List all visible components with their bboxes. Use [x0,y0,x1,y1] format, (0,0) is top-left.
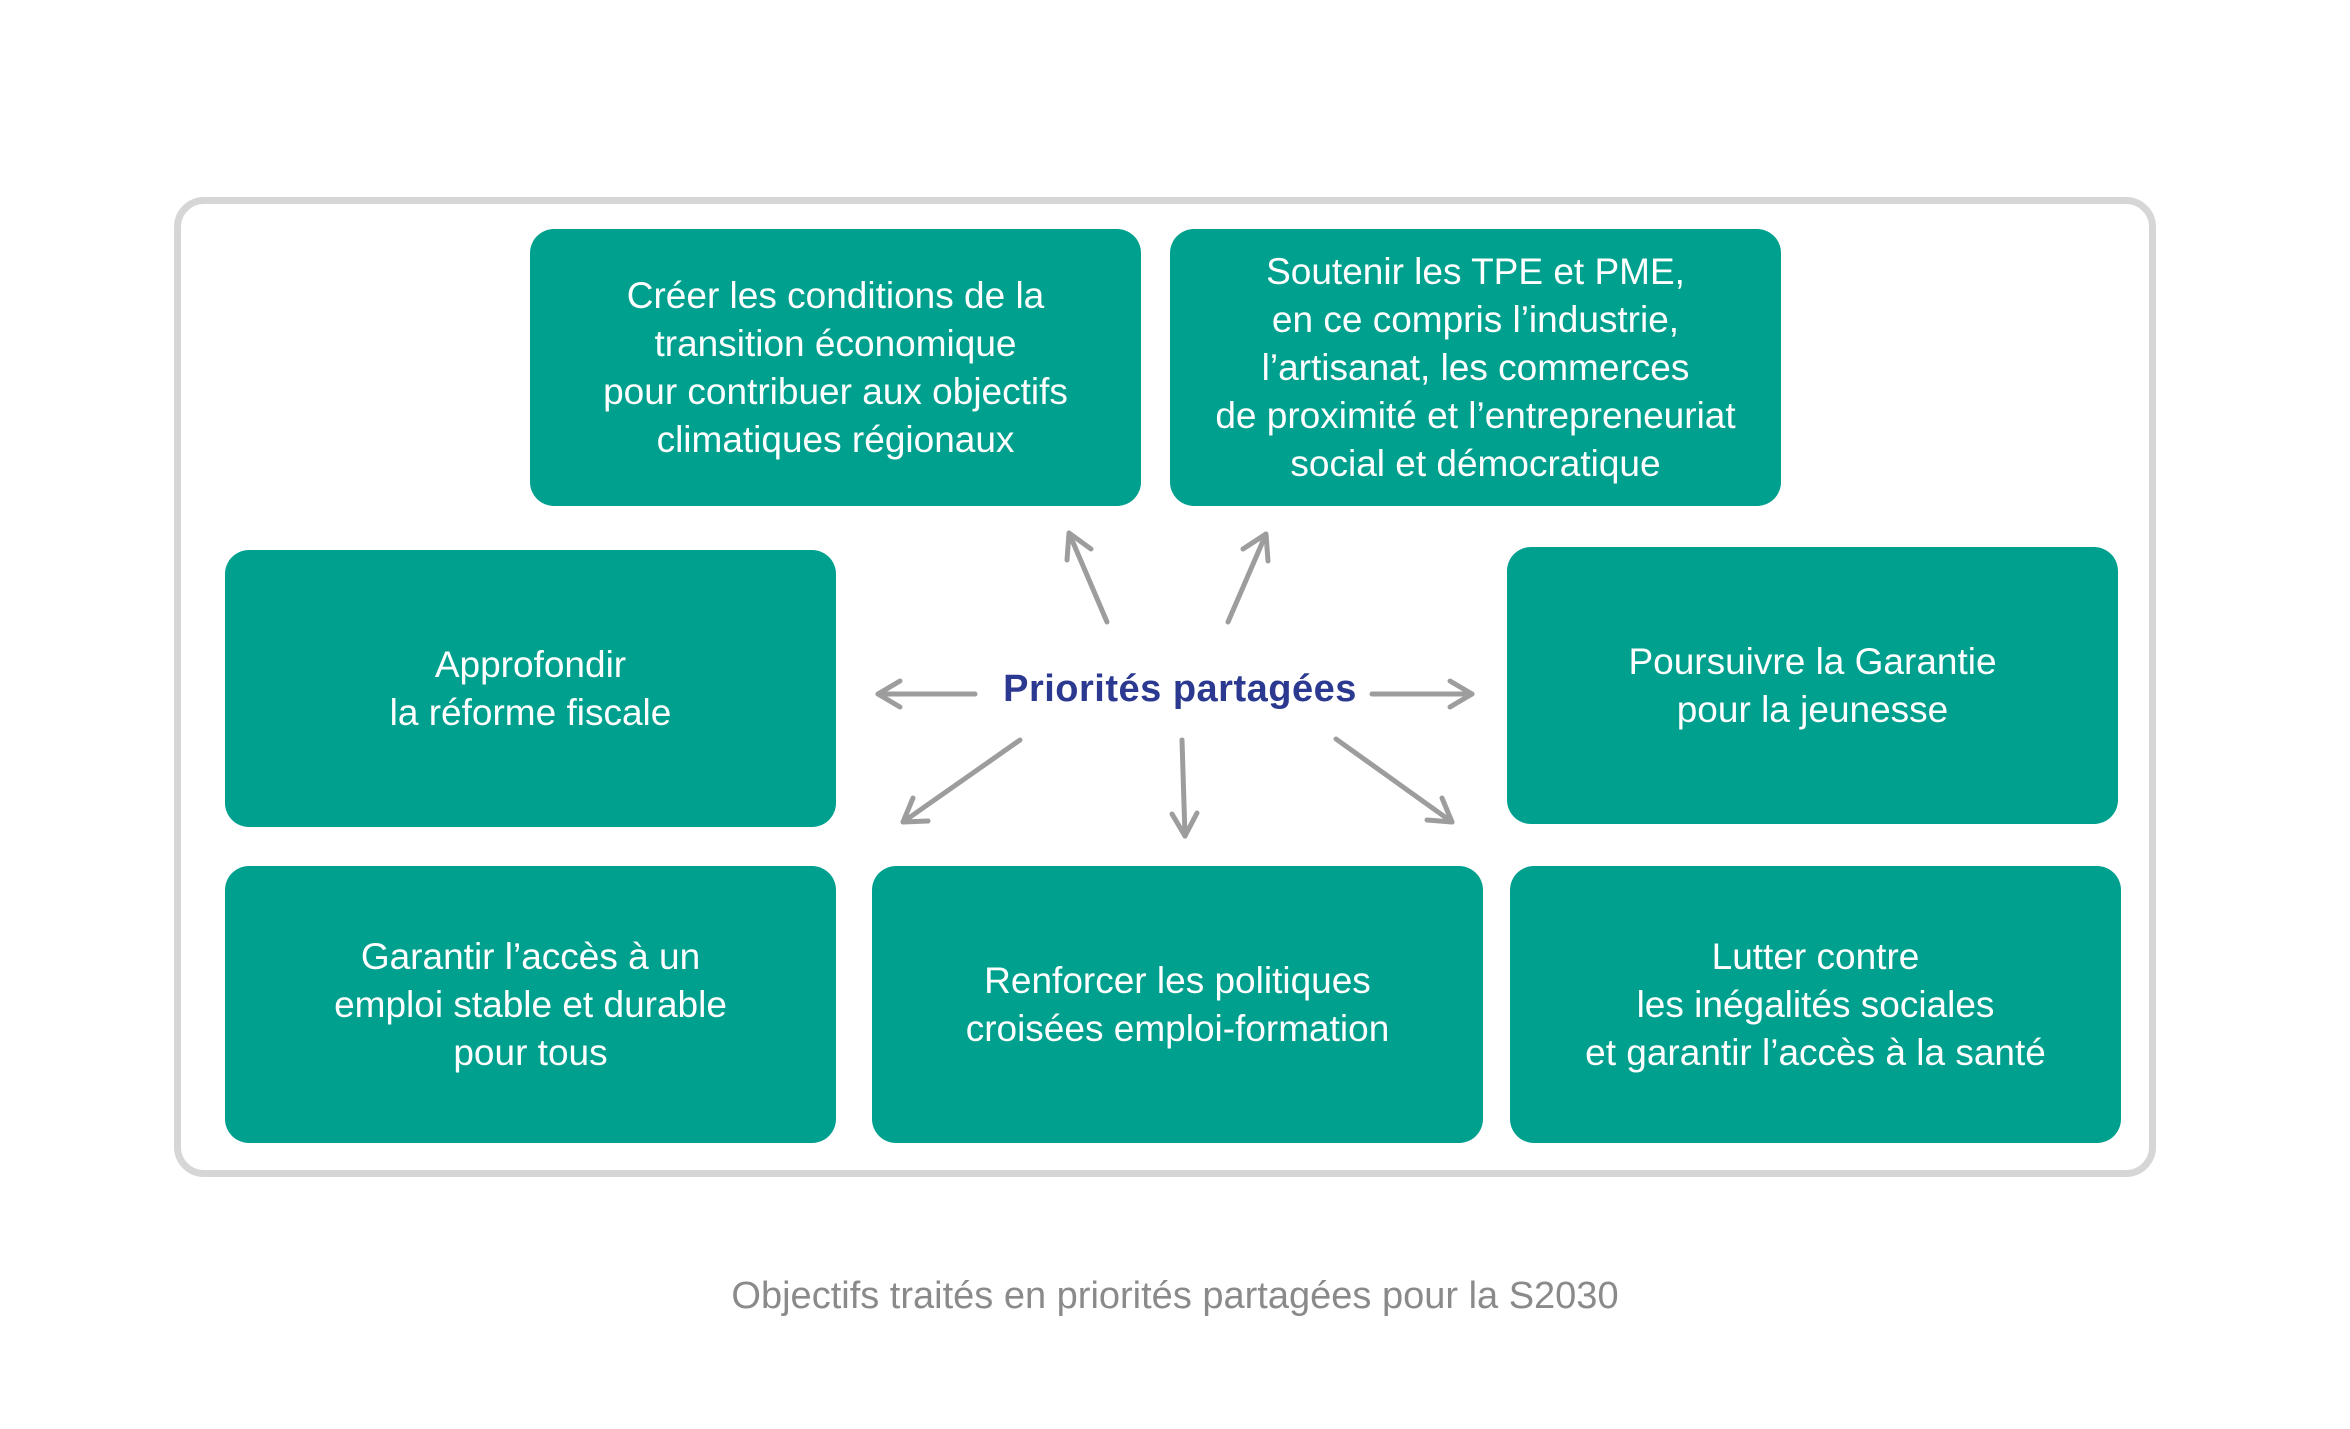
box-line: pour tous [453,1031,608,1073]
box-line: Renforcer les politiques [984,959,1371,1001]
box-line: Garantir l’accès à un [360,935,701,977]
box-line: Soutenir les TPE et PME, [1266,250,1685,292]
objective-box-social-inequalities: Lutter contre les inégalités sociales et… [1510,866,2121,1143]
box-line: Approfondir [434,643,627,685]
box-line: la réforme fiscale [389,691,672,733]
box-line: Créer les conditions de la [626,274,1045,316]
box-line: Lutter contre [1711,935,1920,977]
objective-box-climate-transition: Créer les conditions de la transition éc… [530,229,1141,506]
objective-box-stable-employment: Garantir l’accès à un emploi stable et d… [225,866,836,1143]
objective-box-fiscal-reform: Approfondir la réforme fiscale [225,550,836,827]
objective-box-tpe-pme: Soutenir les TPE et PME, en ce compris l… [1170,229,1781,506]
objective-box-youth-guarantee: Poursuivre la Garantie pour la jeunesse [1507,547,2118,824]
figure-caption: Objectifs traités en priorités partagées… [731,1275,1619,1317]
box-line: emploi stable et durable [334,983,727,1025]
diagram-frame [174,197,2156,1177]
box-line: pour contribuer aux objectifs [603,370,1068,412]
center-label-shared-priorities: Priorités partagées [1003,668,1357,710]
box-line: Poursuivre la Garantie [1628,640,1997,682]
objective-box-employment-training: Renforcer les politiques croisées emploi… [872,866,1483,1143]
box-line: climatiques régionaux [656,418,1015,460]
box-line: l’artisanat, les commerces [1261,346,1690,388]
box-line: pour la jeunesse [1676,688,1949,730]
box-line: social et démocratique [1290,442,1661,484]
box-line: en ce compris l’industrie, [1271,298,1680,340]
box-line: croisées emploi-formation [965,1007,1390,1049]
box-line: les inégalités sociales [1636,983,1995,1025]
box-line: transition économique [654,322,1017,364]
box-line: de proximité et l’entrepreneuriat [1215,394,1736,436]
box-line: et garantir l’accès à la santé [1585,1031,2046,1073]
